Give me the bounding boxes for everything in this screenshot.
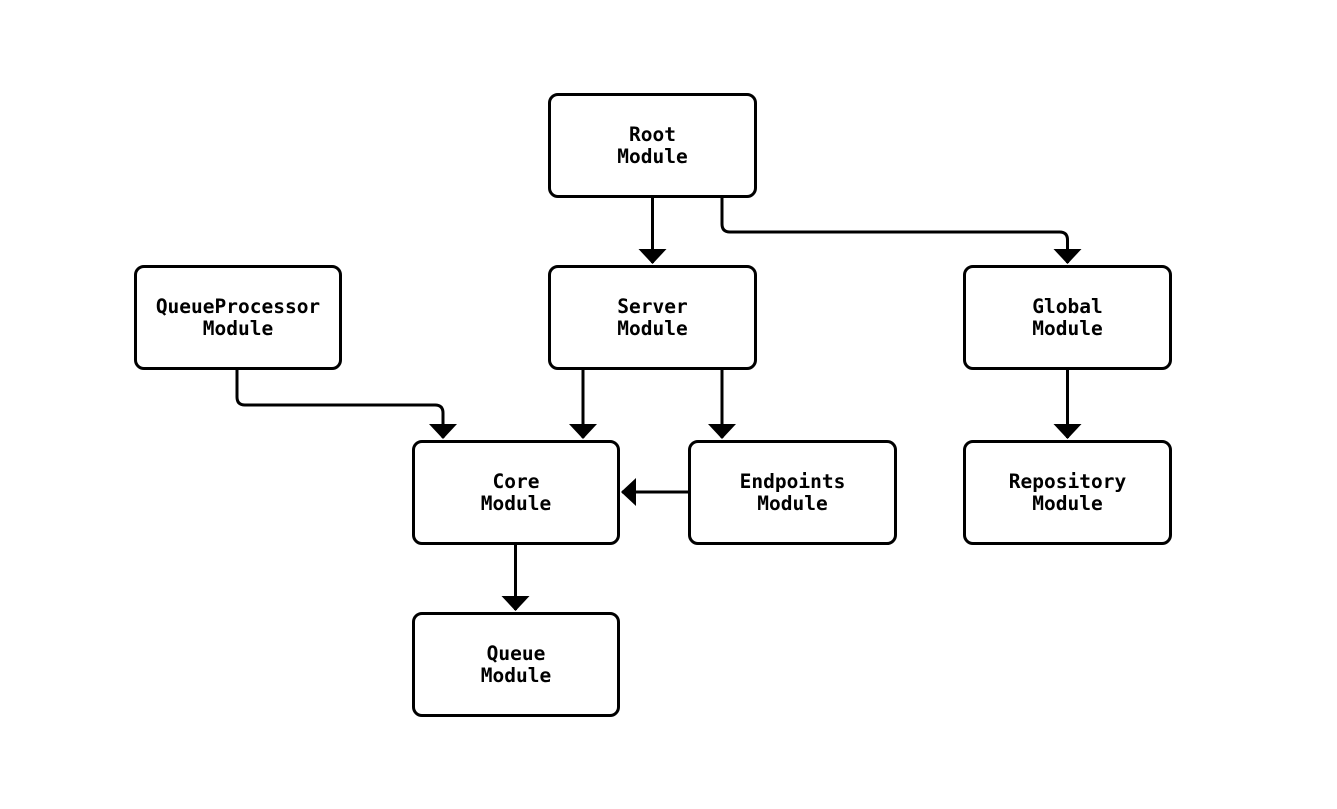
- node-repository-module: Repository Module: [963, 440, 1172, 545]
- node-label-line2: Module: [617, 144, 688, 168]
- node-label-line1: Server: [617, 295, 688, 318]
- node-queue-module: Queue Module: [412, 612, 620, 717]
- node-label-line2: Module: [202, 316, 274, 340]
- node-label-line1: Root: [629, 123, 676, 146]
- node-label-line1: Core: [492, 470, 540, 493]
- node-label-line1: Global: [1032, 295, 1103, 318]
- node-label-line2: Module: [480, 663, 552, 687]
- node-label-line1: QueueProcessor: [155, 295, 321, 318]
- node-label-line1: Queue: [486, 642, 546, 665]
- edge-root-to-global: [720, 198, 1082, 264]
- node-label-line2: Module: [1032, 491, 1103, 515]
- node-label-line2: Module: [757, 491, 828, 515]
- edge-queueprocessor-to-core: [235, 370, 457, 439]
- node-global-module: Global Module: [963, 265, 1172, 370]
- node-label-line2: Module: [617, 316, 688, 340]
- node-endpoints-module: Endpoints Module: [688, 440, 897, 545]
- node-label-line2: Module: [1032, 316, 1103, 340]
- node-queueprocessor-module: QueueProcessor Module: [134, 265, 342, 370]
- node-label-line1: Repository: [1008, 470, 1127, 493]
- node-label-line2: Module: [480, 491, 552, 515]
- node-core-module: Core Module: [412, 440, 620, 545]
- node-label-line1: Endpoints: [739, 470, 846, 493]
- node-server-module: Server Module: [548, 265, 757, 370]
- node-root-module: Root Module: [548, 93, 757, 198]
